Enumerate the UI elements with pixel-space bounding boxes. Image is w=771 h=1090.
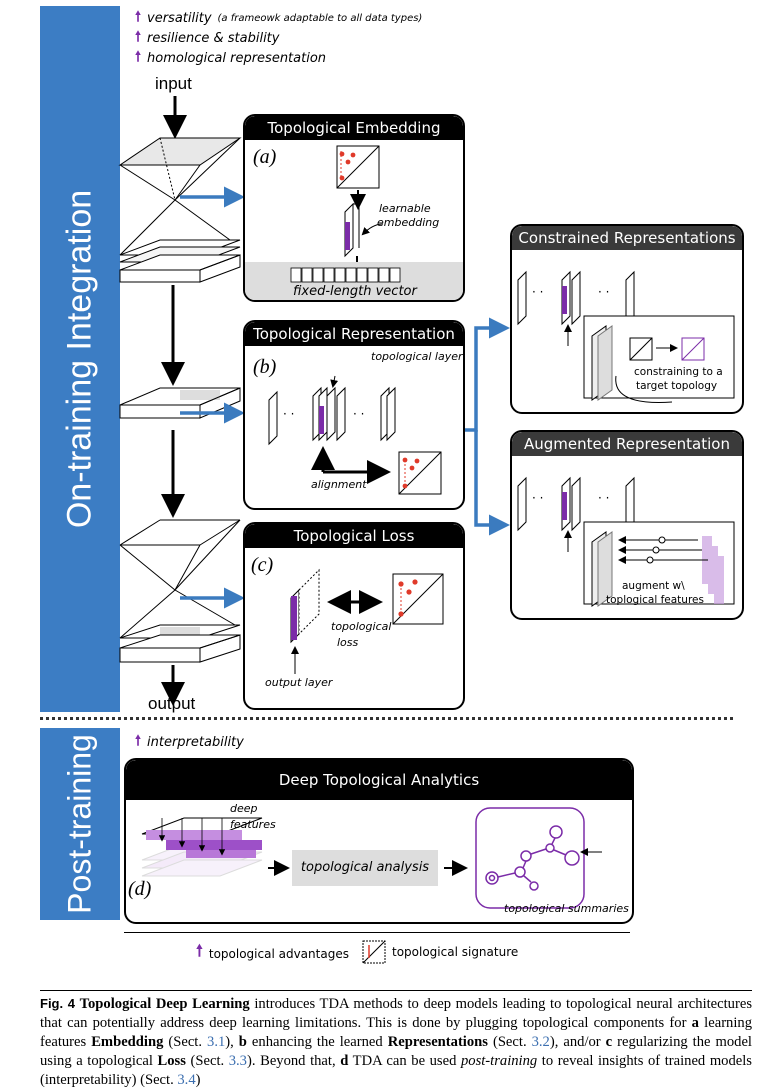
augment-label: augment w\ (622, 580, 685, 592)
panel-augmented-representation: Augmented Representation · · · · augment… (510, 430, 744, 620)
panel-title: Deep Topological Analytics (126, 760, 632, 800)
constrained-art: · · · · (517, 270, 735, 403)
svg-text:· ·: · · (532, 285, 543, 299)
toplogical-features-label: toplogical features (606, 594, 704, 606)
up-arrow-icon: 🠕 (135, 29, 142, 45)
embedding-art (245, 145, 463, 300)
panel-deep-topological-analytics: Deep Topological Analytics (d) deep feat… (124, 758, 634, 924)
panel-title: Topological Representation (245, 322, 463, 346)
target-topology-label: target topology (636, 380, 718, 392)
up-arrow-icon: 🠕 (196, 941, 203, 960)
alignment-label: alignment (311, 478, 367, 491)
panel-tag-c: (c) (251, 554, 274, 576)
ref-link[interactable]: 3.3 (228, 1053, 247, 1069)
representation-art: · · · · (268, 375, 442, 495)
post-training-sidebar: Post-training (40, 728, 120, 920)
ref-link[interactable]: 3.2 (531, 1034, 550, 1050)
section-divider (40, 717, 733, 720)
figure-caption: Fig. 4 Topological Deep Learning introdu… (40, 990, 752, 1090)
panel-constrained-representations: Constrained Representations · · · · cons… (510, 224, 744, 414)
ref-link[interactable]: 3.4 (177, 1072, 196, 1088)
input-label: input (155, 74, 192, 93)
topological-analysis-box: topological analysis (292, 850, 438, 886)
network-block-bottom (119, 519, 241, 663)
up-arrow-icon: 🠕 (135, 733, 142, 749)
learnable-label: learnable (379, 202, 431, 215)
panel-tag-a: (a) (253, 146, 277, 168)
deep-label: deep (230, 802, 258, 815)
advantage-homological: 🠕 homological representation (135, 46, 326, 70)
legend-advantages: 🠕 topological advantages (196, 940, 349, 967)
augmented-art: · · · · (517, 476, 735, 607)
panel-title: Constrained Representations (512, 226, 742, 250)
legend-signature: topological signature (362, 940, 518, 964)
advantage-resilience: 🠕 resilience & stability (135, 26, 279, 50)
svg-text:· ·: · · (283, 407, 294, 421)
summaries-label: topological summaries (504, 902, 629, 915)
svg-text:· ·: · · (353, 407, 364, 421)
features-label: features (230, 818, 276, 831)
panel-tag-d: (d) (128, 878, 152, 900)
network-block-top (118, 137, 242, 283)
panel-title: Augmented Representation (512, 432, 742, 456)
svg-text:· ·: · · (532, 491, 543, 505)
panel-tag-b: (b) (253, 356, 277, 378)
up-arrow-icon: 🠕 (135, 9, 142, 25)
signature-icon (362, 940, 386, 964)
topological-label: topological (331, 620, 392, 633)
panel-topological-representation: Topological Representation (b) · · · · t… (243, 320, 465, 510)
on-training-sidebar: On-training Integration (40, 6, 120, 712)
svg-text:· ·: · · (598, 491, 609, 505)
svg-text:· ·: · · (598, 285, 609, 299)
embedding-label: embedding (377, 216, 440, 229)
loss-art (290, 568, 444, 674)
advantage-versatility: 🠕 versatility (a frameowk adaptable to a… (135, 6, 422, 30)
loss-label: loss (337, 636, 359, 649)
panel-title: Topological Loss (245, 524, 463, 548)
figure-number: Fig. 4 (40, 996, 75, 1011)
constraining-label: constraining to a (634, 366, 723, 378)
advantage-interpretability: 🠕 interpretability (135, 730, 244, 754)
panel-title: Topological Embedding (245, 116, 463, 140)
output-layer-label: output layer (265, 676, 333, 689)
legend-rule (124, 932, 630, 933)
up-arrow-icon: 🠕 (135, 49, 142, 65)
panel-topological-embedding: Topological Embedding (a) learnable embe… (243, 114, 465, 302)
panel-topological-loss: Topological Loss (c) topological loss ou… (243, 522, 465, 710)
ref-link[interactable]: 3.1 (207, 1034, 226, 1050)
fixed-length-label: fixed-length vector (293, 284, 417, 299)
topological-layer-label: topological layer (371, 350, 463, 363)
analytics-art (141, 807, 602, 909)
